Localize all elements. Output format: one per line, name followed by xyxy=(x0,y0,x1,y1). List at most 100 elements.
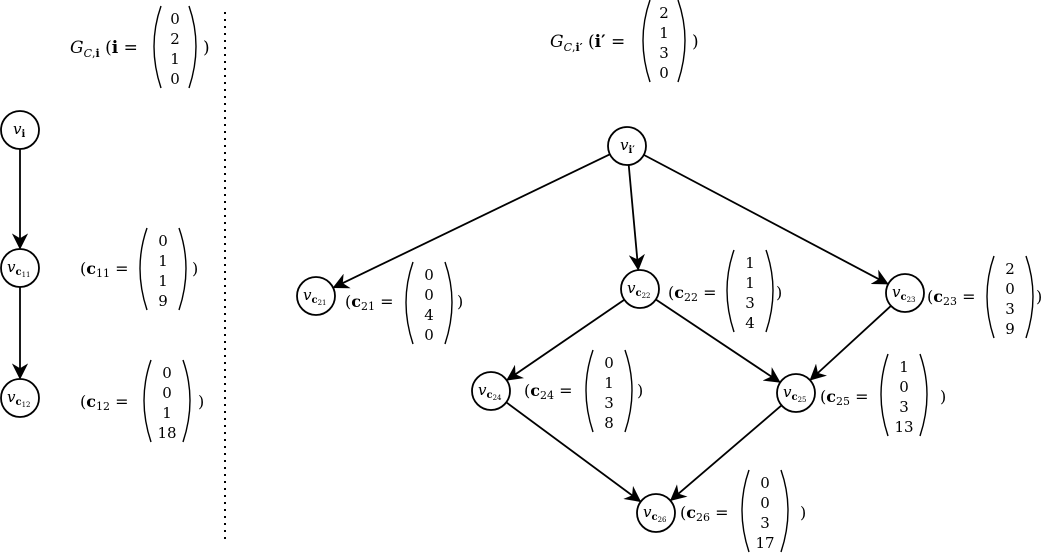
graph-2-title: GC,i′ (i′ = 2 1 3 0 ) xyxy=(550,0,699,83)
svg-text:): ) xyxy=(637,381,643,400)
edges xyxy=(11,149,892,503)
vector-label-c24-entry-0: 0 xyxy=(604,354,614,372)
vector-label-c11-entry-2: 1 xyxy=(158,272,168,290)
node-c12: vc12 xyxy=(0,378,40,418)
node-root-2: vi′ xyxy=(607,126,647,166)
vector-label-c24-entry-2: 3 xyxy=(604,394,614,412)
node-c21-label: vc21 xyxy=(303,286,327,307)
svg-text:): ) xyxy=(940,387,946,406)
vector-label-c12-eq: (c12 = xyxy=(80,392,129,413)
node-c12-label: vc12 xyxy=(7,388,31,409)
vector-label-c25-matrix: 1 0 3 13 xyxy=(880,353,928,437)
svg-text:GC,i′ (i′ =: GC,i′ (i′ = xyxy=(550,32,625,54)
svg-text:): ) xyxy=(692,32,699,52)
node-c21-circle xyxy=(296,276,336,316)
svg-text:0: 0 xyxy=(170,70,180,88)
vector-label-c23-eq: (c23 = xyxy=(927,287,976,308)
vector-label-c21-entry-0: 0 xyxy=(424,266,434,284)
vector-label-c24-eq: (c24 = xyxy=(524,381,573,402)
vector-label-c22-entry-2: 3 xyxy=(745,294,755,312)
node-c11: vc11 xyxy=(0,248,40,288)
vector-label-c23-entry-1: 0 xyxy=(1005,280,1015,298)
vector-label-c26-entry-2: 3 xyxy=(760,514,770,532)
node-c24: vc24 xyxy=(471,371,511,411)
node-root-2-label: vi′ xyxy=(620,136,635,156)
vector-label-c21-matrix: 0 0 4 0 xyxy=(405,261,453,345)
vector-label-c21-entry-1: 0 xyxy=(424,286,434,304)
node-c26-label: vc26 xyxy=(643,503,667,524)
node-root-1-circle xyxy=(0,110,40,150)
vector-label-c21-entry-3: 0 xyxy=(424,326,434,344)
vector-label-c22-entry-3: 4 xyxy=(745,314,755,332)
svg-text:1: 1 xyxy=(170,50,180,68)
vector-label-c26-entry-0: 0 xyxy=(760,474,770,492)
node-root-1-label: vi xyxy=(13,120,25,140)
vector-label-c23-entry-3: 9 xyxy=(1005,320,1015,338)
svg-text:): ) xyxy=(776,283,782,302)
edge-root2-c21 xyxy=(332,153,611,289)
edge-c22-c24 xyxy=(506,298,625,381)
node-c22-circle xyxy=(620,269,660,309)
node-c26-circle xyxy=(636,493,676,533)
vector-label-c11-entry-3: 9 xyxy=(158,292,168,310)
svg-text:): ) xyxy=(198,392,204,411)
vector-label-c12-entry-1: 0 xyxy=(162,384,172,402)
vector-label-c25-entry-1: 0 xyxy=(899,378,909,396)
svg-text:): ) xyxy=(203,38,210,58)
node-c11-label: vc11 xyxy=(7,258,31,279)
node-c21: vc21 xyxy=(296,276,336,316)
svg-text:): ) xyxy=(800,503,806,522)
edge-root2-c23 xyxy=(643,154,889,285)
node-c25-label: vc25 xyxy=(783,383,807,404)
vector-label-c26-entry-1: 0 xyxy=(760,494,770,512)
svg-text:1: 1 xyxy=(659,24,669,42)
vector-label-c25-entry-3: 13 xyxy=(894,418,913,436)
node-c11-circle xyxy=(0,248,40,288)
node-c24-circle xyxy=(471,371,511,411)
node-c22: vc22 xyxy=(620,269,660,309)
svg-text:2: 2 xyxy=(170,30,180,48)
vector-label-c26-eq: (c26 = xyxy=(680,503,729,524)
node-c25: vc25 xyxy=(776,373,816,413)
node-c26: vc26 xyxy=(636,493,676,533)
vector-label-c11-entry-1: 1 xyxy=(158,252,168,270)
edge-c23-c25 xyxy=(809,305,892,381)
svg-text:0: 0 xyxy=(659,64,669,82)
vector-label-c23-entry-2: 3 xyxy=(1005,300,1015,318)
edge-c24-c26 xyxy=(505,401,642,503)
node-c24-label: vc24 xyxy=(478,381,502,402)
node-c12-circle xyxy=(0,378,40,418)
vector-label-c24-entry-1: 1 xyxy=(604,374,614,392)
vector-label-c22-eq: (c22 = xyxy=(668,283,717,304)
node-c25-circle xyxy=(776,373,816,413)
svg-text:): ) xyxy=(192,259,198,278)
node-root-1: vi xyxy=(0,110,40,150)
vector-label-c21-entry-2: 4 xyxy=(424,306,434,324)
node-c23-label: vc23 xyxy=(892,283,916,304)
vector-label-c22-entry-0: 1 xyxy=(745,254,755,272)
edge-c22-c25 xyxy=(655,298,781,383)
vector-label-c11-eq: (c11 = xyxy=(80,259,129,280)
vector-label-c25-entry-0: 1 xyxy=(899,358,909,376)
svg-text:3: 3 xyxy=(659,44,669,62)
graph-1-title: GC,i (i = 0 2 1 0 ) xyxy=(70,5,210,89)
vector-label-c25-entry-2: 3 xyxy=(899,398,909,416)
vector-label-c12-entry-3: 18 xyxy=(157,424,176,442)
node-c23: vc23 xyxy=(885,273,925,313)
svg-text:): ) xyxy=(457,292,463,311)
